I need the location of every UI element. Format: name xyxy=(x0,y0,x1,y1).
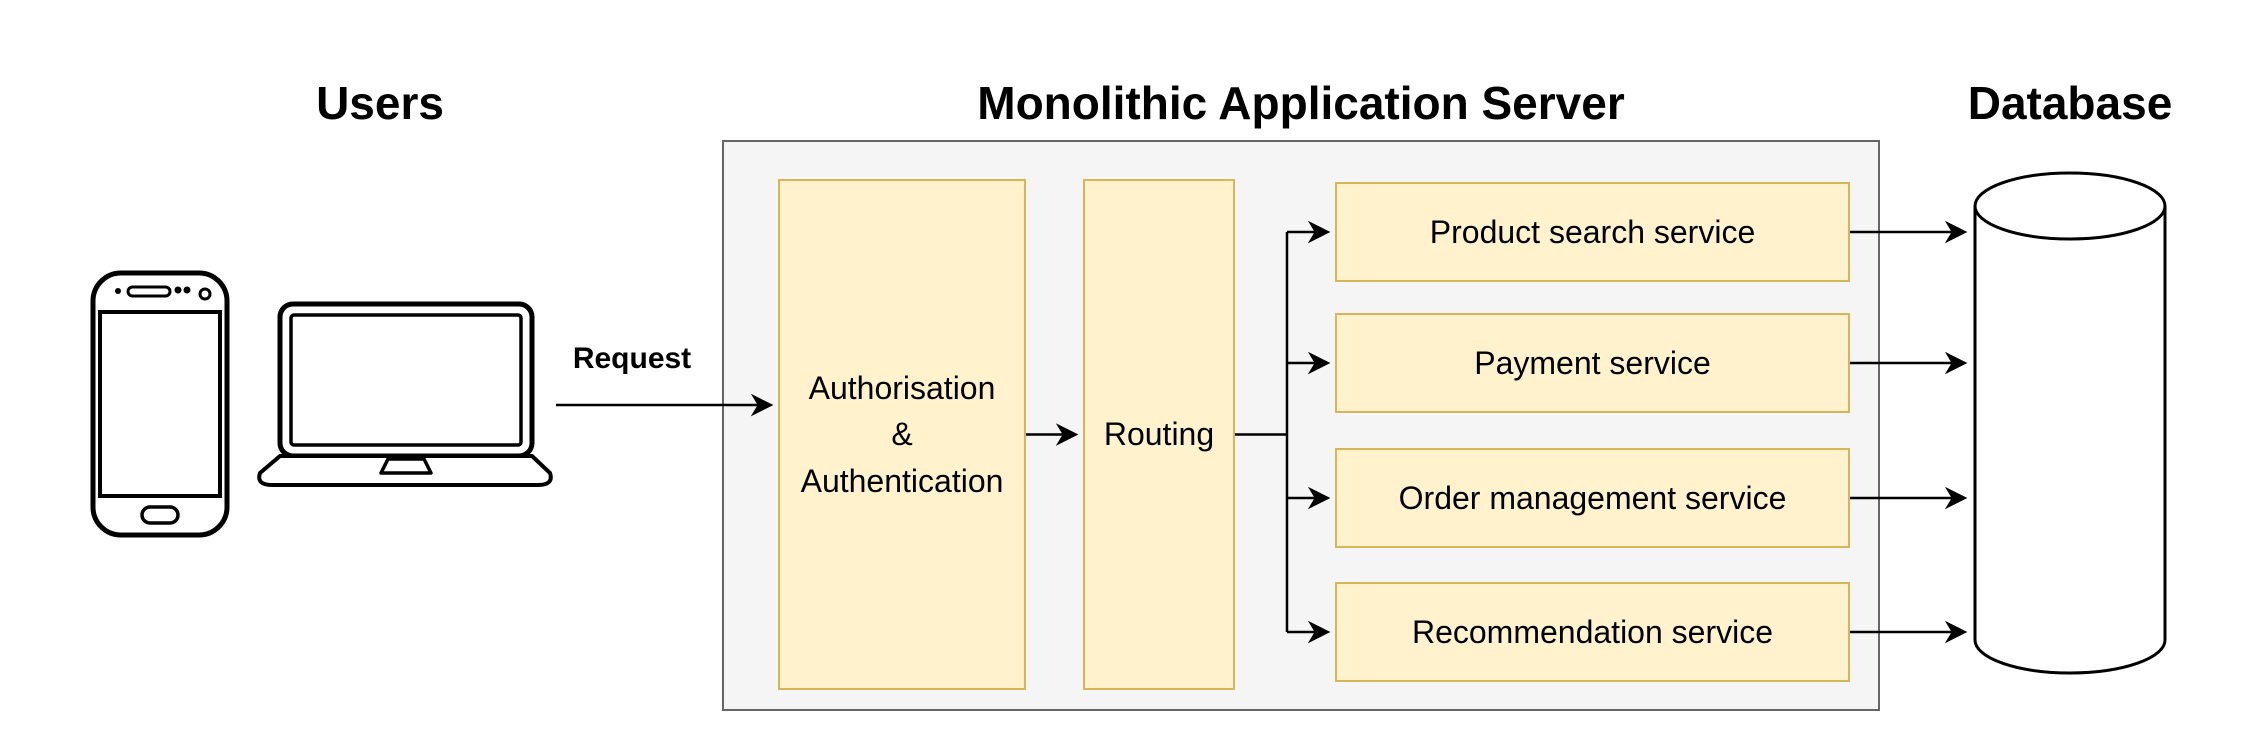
service-box-label: Product search service xyxy=(1429,213,1756,250)
service-box-payment: Payment service xyxy=(1335,313,1850,413)
auth-box: Authorisation & Authentication xyxy=(778,179,1026,690)
service-box-label: Recommendation service xyxy=(1411,613,1774,650)
auth-box-label: Authorisation & Authentication xyxy=(800,369,1004,499)
service-box-label: Order management service xyxy=(1398,479,1787,516)
request-label: Request xyxy=(572,342,692,375)
server-title: Monolithic Application Server xyxy=(977,77,1625,129)
smartphone-icon xyxy=(90,270,230,538)
database-cylinder-top xyxy=(1973,171,2167,241)
routing-box: Routing xyxy=(1083,179,1235,690)
database-cylinder-body xyxy=(1973,206,2167,675)
service-box-order-management: Order management service xyxy=(1335,448,1850,548)
routing-box-label: Routing xyxy=(1103,416,1215,453)
users-title: Users xyxy=(316,77,444,129)
laptop-icon xyxy=(257,301,553,487)
service-box-recommendation: Recommendation service xyxy=(1335,582,1850,682)
database-cylinder-icon xyxy=(1973,171,2167,675)
service-box-label: Payment service xyxy=(1474,344,1711,381)
service-box-product-search: Product search service xyxy=(1335,182,1850,282)
database-title: Database xyxy=(1967,77,2173,129)
